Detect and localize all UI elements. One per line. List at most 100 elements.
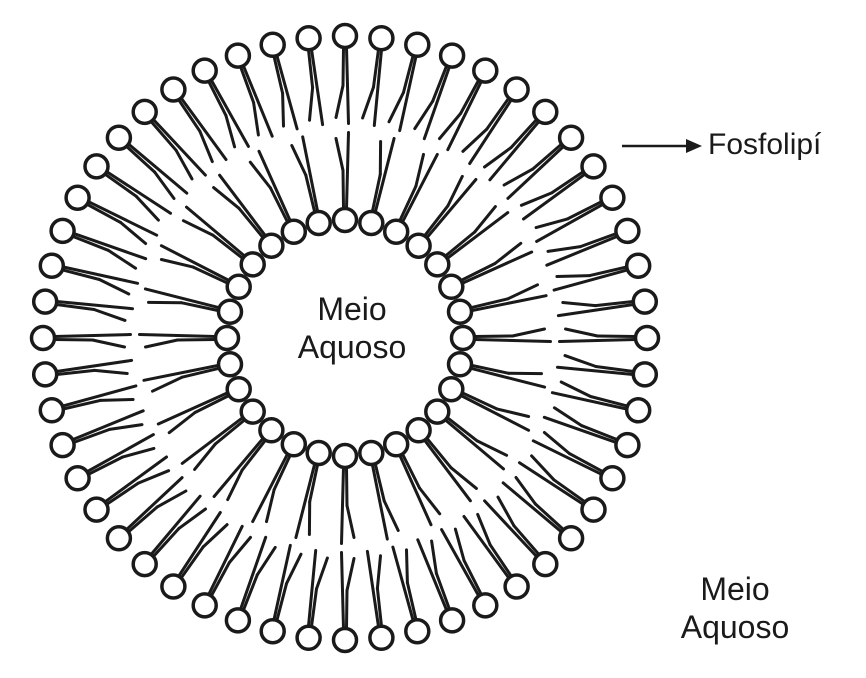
inner-lipid-21-tail-2a <box>178 340 216 341</box>
outer-lipid-43-tail-2b <box>121 222 146 243</box>
inner-lipid-7-tail-2a <box>475 336 513 337</box>
outer-lipid-46-tail-2b <box>176 150 192 179</box>
outer-lipid-50-head <box>261 33 284 56</box>
outer-lipid-39-head <box>32 327 55 350</box>
outer-lipid-19-tail-2a <box>535 504 563 530</box>
outer-lipid-22-tail-1 <box>442 530 479 596</box>
phospholipid-label: Fosfolipí <box>708 128 821 162</box>
outer-lipid-5-tail-2a <box>487 98 509 129</box>
outer-lipid-50-tail-2b <box>283 93 284 126</box>
outer-lipid-31-tail-2a <box>181 547 203 578</box>
inner-lipid-14-tail-2a <box>347 468 348 506</box>
outer-lipid-17-head <box>601 467 624 490</box>
inner-lipid-4-tail-1 <box>447 213 508 259</box>
inner-lipid-0-tail-1 <box>347 133 349 209</box>
outer-lipid-0-tail-2a <box>343 48 344 86</box>
inner-lipid-10-head <box>426 400 449 423</box>
outer-lipid-39-tail-2b <box>93 340 125 347</box>
outer-lipid-26-tail-2a <box>347 591 348 629</box>
outer-lipid-12-head <box>633 290 656 313</box>
outer-lipid-3-tail-1 <box>424 67 449 139</box>
inner-lipid-3-head <box>407 234 430 257</box>
outer-lipid-5-tail-1 <box>470 100 512 164</box>
inner-aqueous-medium-label: Meio Aquoso <box>262 290 442 366</box>
outer-lipid-42-tail-1 <box>74 234 146 259</box>
outer-lipid-10-head <box>616 219 639 242</box>
outer-lipid-44-tail-1 <box>107 172 171 214</box>
inner-lipid-8-head <box>449 353 472 376</box>
inner-lipid-13-tail-2b <box>384 501 398 531</box>
inner-lipid-7-tail-2b <box>513 329 545 336</box>
inner-lipid-20-head <box>219 353 242 376</box>
outer-lipid-8-head <box>582 155 605 178</box>
outer-lipid-6-head <box>534 100 557 123</box>
outer-lipid-8-tail-2a <box>552 172 584 193</box>
outer-lipid-35-tail-2a <box>89 457 123 474</box>
outer-lipid-1-head <box>370 27 393 50</box>
inner-lipid-7-tail-1 <box>475 340 551 342</box>
inner-lipid-3-tail-2a <box>425 206 448 236</box>
inner-lipid-1-head <box>360 212 383 235</box>
outer-lipid-38-head <box>34 363 57 386</box>
outer-lipid-33-tail-2b <box>157 491 186 507</box>
outer-lipid-29-head <box>226 609 249 632</box>
outer-lipid-51-head <box>297 27 320 50</box>
outer-lipid-20-tail-2b <box>498 497 514 526</box>
phospholipid-pointer-arrow <box>622 139 702 153</box>
outer-lipid-21-tail-2a <box>490 545 511 577</box>
outer-lipid-18-tail-1 <box>520 463 584 505</box>
inner-lipid-6-tail-2b <box>508 285 538 299</box>
outer-lipid-50-tail-1 <box>277 56 297 129</box>
inner-lipid-14-tail-2b <box>347 506 354 538</box>
inner-lipid-16-head <box>282 433 305 456</box>
outer-lipid-25-head <box>370 626 393 649</box>
outer-lipid-31-tail-1 <box>179 513 221 577</box>
outer-lipid-37-tail-2b <box>100 400 133 401</box>
inner-lipid-17-tail-2b <box>228 470 242 499</box>
outer-lipid-0-tail-1 <box>347 48 349 124</box>
outer-lipid-3-head <box>441 44 464 67</box>
outer-lipid-34-head <box>85 498 108 521</box>
outer-lipid-51-tail-2b <box>310 88 313 121</box>
inner-lipid-12-head <box>385 433 408 456</box>
outer-lipid-32-head <box>133 553 156 576</box>
inner-lipid-27-head <box>307 212 330 235</box>
outer-lipid-27-tail-2b <box>317 558 328 589</box>
outer-lipid-6-tail-2a <box>511 120 537 148</box>
inner-lipid-4-head <box>426 253 449 276</box>
outer-lipid-38-tail-2b <box>95 370 128 373</box>
outer-lipid-0-tail-2b <box>336 86 343 118</box>
outer-lipid-44-tail-2a <box>105 174 136 196</box>
outer-lipid-37-head <box>40 399 63 422</box>
inner-lipid-0-tail-2a <box>343 171 344 209</box>
outer-lipid-35-tail-1 <box>87 435 153 472</box>
outer-lipid-0-head <box>334 25 357 48</box>
outer-lipid-24-head <box>406 620 429 643</box>
outer-lipid-7-tail-2a <box>533 144 562 169</box>
outer-lipid-18-tail-2a <box>554 480 585 502</box>
outer-lipid-46-head <box>133 100 156 123</box>
outer-lipid-36-tail-2b <box>110 425 142 430</box>
inner-lipid-21-head <box>216 327 239 350</box>
outer-lipid-9-head <box>601 186 624 209</box>
inner-lipid-21-tail-2b <box>146 340 178 347</box>
outer-lipid-27-head <box>297 626 320 649</box>
outer-lipid-48-tail-1 <box>211 80 248 146</box>
outer-lipid-25-tail-2b <box>377 556 380 589</box>
inner-lipid-14-tail-1 <box>342 468 344 544</box>
outer-lipid-33-head <box>107 527 130 550</box>
inner-lipid-18-tail-2a <box>215 420 244 444</box>
outer-lipid-9-tail-2a <box>568 202 602 219</box>
outer-lipid-24-tail-2b <box>407 550 408 583</box>
outer-lipid-40-tail-2b <box>94 310 125 321</box>
outer-lipid-1-tail-2b <box>363 87 374 118</box>
outer-lipid-48-tail-2a <box>209 82 226 116</box>
inner-lipid-10-tail-1 <box>445 420 503 469</box>
outer-lipid-11-tail-2b <box>557 276 590 277</box>
inner-lipid-19-tail-1 <box>158 393 227 424</box>
outer-label-line-1: Meio <box>640 570 830 608</box>
outer-lipid-42-head <box>51 219 74 242</box>
inner-lipid-0-tail-2b <box>336 139 343 171</box>
inner-lipid-24-tail-2b <box>183 221 212 235</box>
inner-lipid-5-head <box>440 275 463 298</box>
